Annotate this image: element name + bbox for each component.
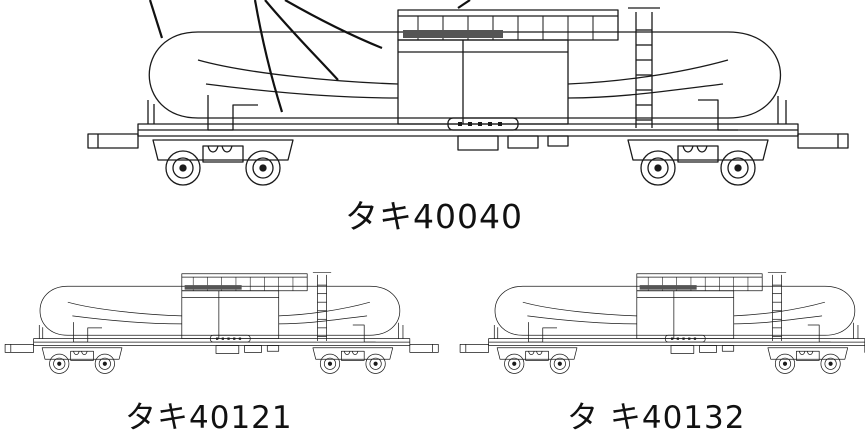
small-tank-car-left xyxy=(4,272,439,374)
large-car-label: タキ40040 xyxy=(345,197,523,236)
leader-lines xyxy=(148,0,471,113)
small-car-right-label: タ キ40132 xyxy=(567,400,746,436)
small-tank-car-right xyxy=(459,272,865,374)
small-car-left-label: タキ40121 xyxy=(125,400,293,436)
large-tank-car xyxy=(87,7,849,186)
